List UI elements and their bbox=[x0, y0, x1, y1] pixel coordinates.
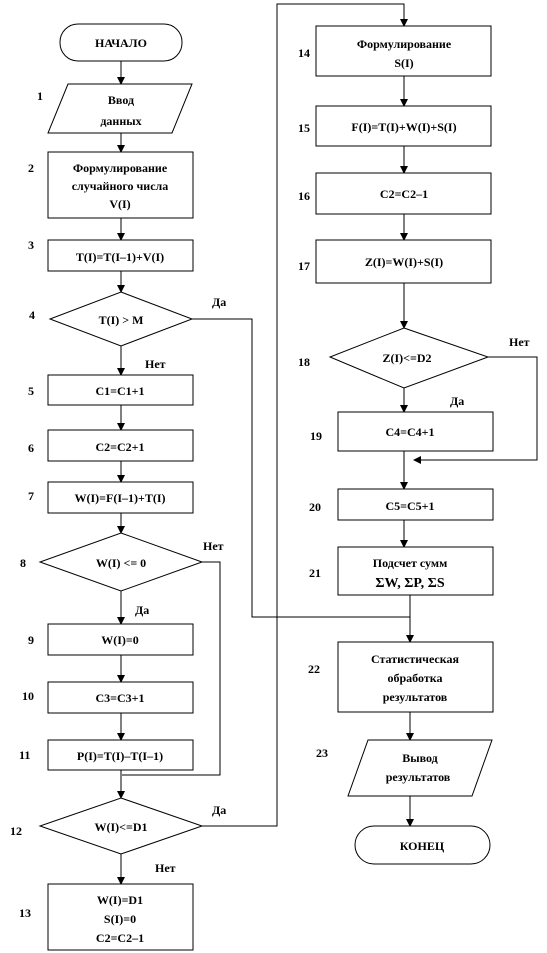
step-22-number: 22 bbox=[308, 662, 320, 676]
step-8-yes-label: Да bbox=[135, 603, 149, 617]
step-16-label: C2=C2–1 bbox=[380, 187, 428, 201]
step-12-label: W(I)<=D1 bbox=[94, 820, 147, 834]
step-22-label-line1: Статистическая bbox=[371, 652, 459, 666]
step-7-process bbox=[47, 481, 194, 514]
step-2-label-line1: Формулирование bbox=[73, 161, 168, 175]
step-23-label-line2: результатов bbox=[386, 770, 451, 784]
step-18-yes-label: Да bbox=[450, 394, 464, 408]
step-15-number: 15 bbox=[298, 121, 310, 135]
step-12-no-label: Нет bbox=[155, 861, 176, 875]
step-15-label: F(I)=T(I)+W(I)+S(I) bbox=[351, 120, 456, 134]
step-23-output bbox=[347, 739, 493, 797]
step-5-label: C1=C1+1 bbox=[95, 384, 144, 398]
step-10-process bbox=[47, 681, 194, 714]
step-17-number: 17 bbox=[298, 259, 310, 273]
step-8-number: 8 bbox=[20, 556, 26, 570]
step-10-label: C3=C3+1 bbox=[95, 691, 144, 705]
step-13-label-line1: W(I)=D1 bbox=[97, 893, 143, 907]
step-2-number: 2 bbox=[28, 161, 34, 175]
step-16-number: 16 bbox=[298, 189, 310, 203]
step-13-number: 13 bbox=[19, 906, 31, 920]
step-12-number: 12 bbox=[10, 824, 22, 838]
step-4-yes-label: Да bbox=[212, 295, 226, 309]
step-20-process bbox=[337, 488, 494, 521]
step-17-label: Z(I)=W(I)+S(I) bbox=[365, 255, 443, 269]
step-18-no-label: Нет bbox=[509, 335, 530, 349]
step-4-no-label: Нет bbox=[145, 357, 166, 371]
step-20-number: 20 bbox=[309, 500, 321, 514]
step-7-label: W(I)=F(I–1)+T(I) bbox=[75, 491, 166, 505]
step-21-label-line1: Подсчет сумм bbox=[373, 556, 448, 570]
step-22-label-line3: результатов bbox=[383, 690, 448, 704]
step-14-process bbox=[315, 25, 492, 77]
step-9-number: 9 bbox=[28, 633, 34, 647]
step-1-input bbox=[47, 83, 193, 134]
step-18-number: 18 bbox=[298, 355, 310, 369]
step-12-yes-label: Да bbox=[212, 803, 226, 817]
step-6-process bbox=[47, 429, 194, 462]
step-7-number: 7 bbox=[28, 489, 34, 503]
step-19-process bbox=[337, 411, 494, 452]
step-1-label-line2: данных bbox=[100, 114, 141, 128]
step-8-no-label: Нет bbox=[203, 539, 224, 553]
step-21-process bbox=[337, 546, 494, 596]
step-17-process bbox=[315, 239, 492, 284]
step-2-process bbox=[47, 151, 194, 219]
step-19-number: 19 bbox=[310, 429, 322, 443]
step-5-number: 5 bbox=[28, 384, 34, 398]
step-10-number: 10 bbox=[22, 689, 34, 703]
step-8-label: W(I) <= 0 bbox=[96, 556, 146, 570]
end-terminator bbox=[354, 825, 491, 865]
step-22-label-line2: обработка bbox=[388, 671, 443, 685]
step-13-label-line3: C2=C2–1 bbox=[96, 931, 144, 945]
step-4-number: 4 bbox=[29, 308, 35, 322]
step-3-number: 3 bbox=[28, 238, 34, 252]
end-label: КОНЕЦ bbox=[400, 839, 445, 853]
step-20-label: C5=C5+1 bbox=[385, 499, 434, 513]
step-1-label-line1: Ввод bbox=[108, 93, 134, 107]
step-21-number: 21 bbox=[309, 566, 321, 580]
start-label: НАЧАЛО bbox=[95, 36, 147, 50]
step-13-label-line2: S(I)=0 bbox=[104, 912, 136, 926]
step-3-process bbox=[47, 239, 194, 272]
step-4-label: T(I) > M bbox=[99, 313, 144, 327]
step-3-label: T(I)=T(I–1)+V(I) bbox=[76, 250, 164, 264]
step-14-label-line1: Формулирование bbox=[357, 37, 452, 51]
step-2-label-line2: случайного числа bbox=[72, 179, 169, 193]
step-18-label: Z(I)<=D2 bbox=[382, 351, 431, 365]
step-6-number: 6 bbox=[28, 441, 34, 455]
step-2-label-line3: V(I) bbox=[109, 197, 130, 211]
step-1-number: 1 bbox=[37, 89, 43, 103]
step-11-label: P(I)=T(I)–T(I–1) bbox=[77, 749, 163, 763]
step-22-process bbox=[337, 641, 494, 713]
step-6-label: C2=C2+1 bbox=[95, 440, 144, 454]
step-9-label: W(I)=0 bbox=[101, 633, 139, 647]
step-16-process bbox=[315, 172, 492, 215]
step-23-label-line1: Вывод bbox=[402, 751, 438, 765]
step-11-process bbox=[47, 739, 194, 771]
step-11-number: 11 bbox=[19, 748, 30, 762]
step-13-process bbox=[47, 883, 194, 951]
step-14-number: 14 bbox=[298, 46, 310, 60]
step-21-label-line2: ΣW, ΣP, ΣS bbox=[375, 576, 444, 591]
step-14-label-line2: S(I) bbox=[394, 56, 413, 70]
step-19-label: C4=C4+1 bbox=[385, 425, 434, 439]
step-23-number: 23 bbox=[316, 746, 328, 760]
step-15-process bbox=[315, 105, 492, 147]
